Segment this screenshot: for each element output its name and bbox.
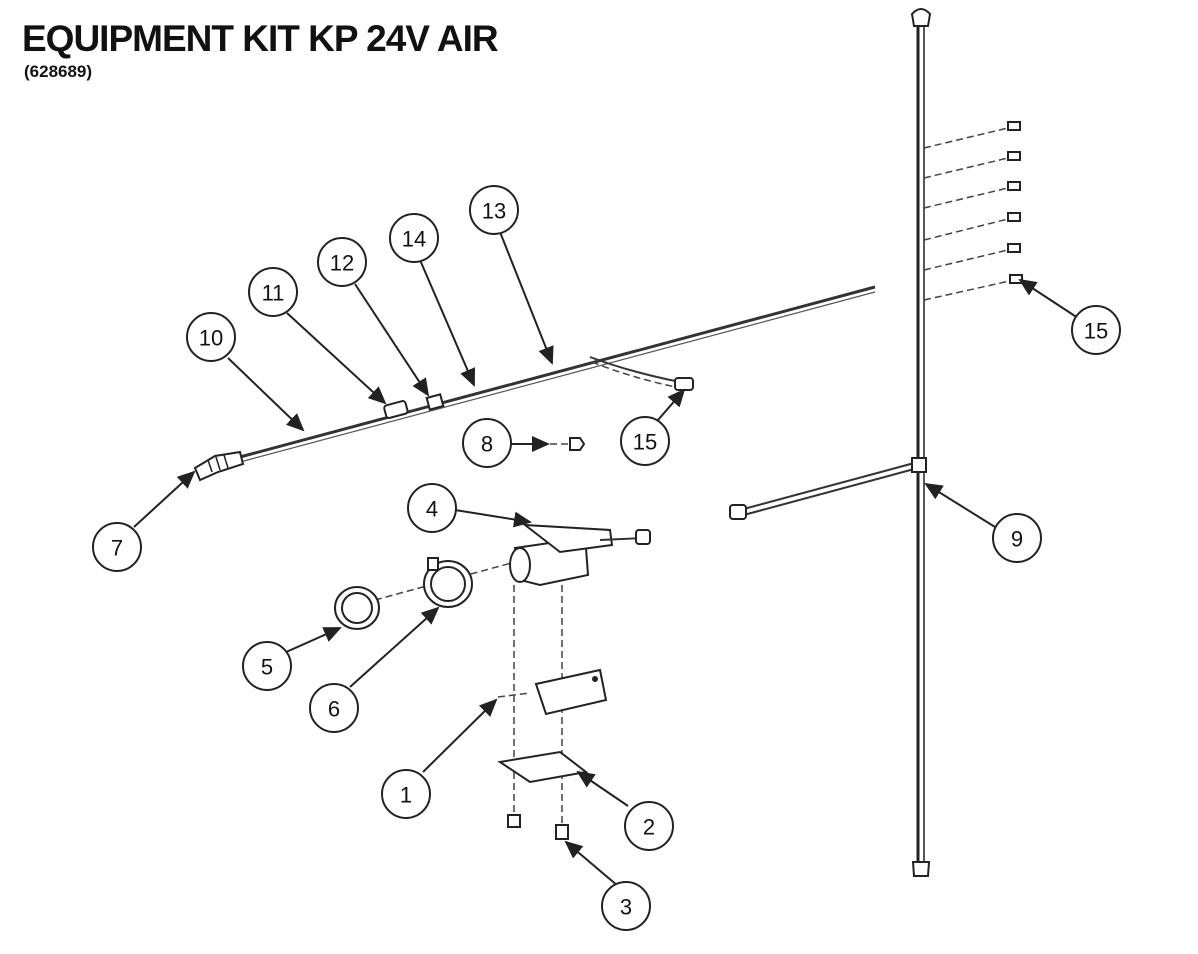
base-plate [497, 750, 589, 784]
bolt-part [507, 814, 521, 828]
callout-9: 9 [992, 513, 1042, 563]
diagonal-harness [193, 285, 876, 482]
callout-4: 4 [407, 483, 457, 533]
callout-7-label: 7 [111, 536, 123, 561]
callout-9-label: 9 [1011, 527, 1023, 552]
callout-2-label: 2 [643, 815, 655, 840]
callout-2: 2 [624, 801, 674, 851]
callout-12-label: 12 [330, 251, 354, 276]
bottom-connector [911, 861, 931, 877]
callout-14-label: 14 [402, 227, 426, 252]
callout-6-label: 6 [328, 697, 340, 722]
callout-4-label: 4 [426, 497, 438, 522]
cross-branch-wire [729, 457, 927, 520]
callout-10-label: 10 [199, 326, 223, 351]
horn-assembly [334, 523, 651, 840]
callout-1: 1 [381, 769, 431, 819]
callout-6: 6 [309, 683, 359, 733]
callout-13: 13 [469, 185, 519, 235]
kit-part-number: (628689) [24, 62, 93, 81]
harness-sleeve [383, 400, 409, 419]
callout-11: 11 [248, 267, 298, 317]
callout-3: 3 [601, 881, 651, 931]
callout-5-label: 5 [261, 655, 273, 680]
callout-13-label: 13 [482, 199, 506, 224]
callout-12: 12 [317, 237, 367, 287]
harness-clip [425, 393, 445, 411]
splice-joint [911, 457, 927, 473]
callout-11-label: 11 [262, 281, 285, 306]
callout-15-lower-label: 15 [633, 430, 657, 455]
leader-lines [133, 231, 1079, 887]
top-connector [910, 8, 932, 27]
callout-3-label: 3 [620, 895, 632, 920]
diagram-title: EQUIPMENT KIT KP 24V AIR [22, 18, 499, 59]
callout-15-lower: 15 [620, 416, 670, 466]
callout-7: 7 [92, 522, 142, 572]
callout-15-upper: 15 [1071, 305, 1121, 355]
callout-8: 8 [462, 418, 512, 468]
callout-8-label: 8 [481, 432, 493, 457]
callout-10: 10 [186, 312, 236, 362]
branch-plug [729, 504, 747, 520]
nut-part [555, 824, 569, 840]
main-harness-vertical [910, 8, 932, 877]
callout-14: 14 [389, 213, 439, 263]
callout-5: 5 [242, 641, 292, 691]
mounting-bracket [534, 668, 608, 716]
screw-part [550, 437, 586, 451]
callout-15-upper-label: 15 [1084, 319, 1108, 344]
branch-wires [923, 121, 1023, 301]
callout-1-label: 1 [400, 783, 412, 808]
